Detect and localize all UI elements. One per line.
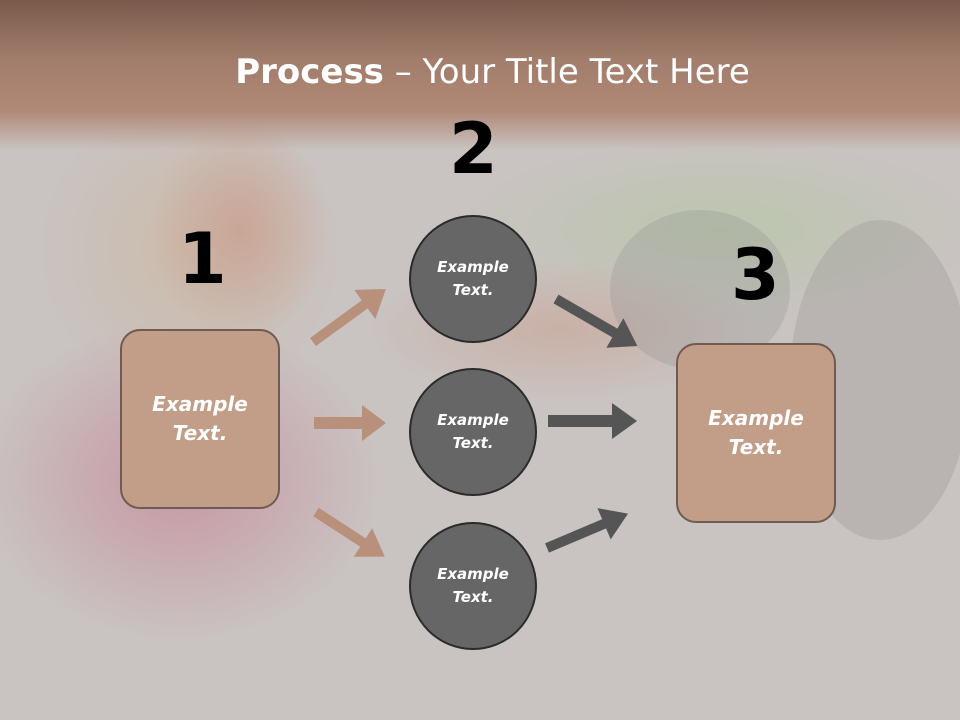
title-bold: Process	[235, 52, 384, 92]
circle-2-label: Example Text.	[437, 411, 509, 452]
arrow-to-circle-3	[313, 507, 385, 557]
step-number-1: 1	[178, 218, 227, 300]
right-box: Example Text.	[676, 343, 836, 523]
arrow-to-circle-2	[314, 405, 386, 441]
circle-3-label: Example Text.	[437, 565, 509, 606]
circle-2: Example Text.	[409, 368, 537, 496]
step-number-3: 3	[731, 234, 780, 316]
slide-title: Process – Your Title Text Here	[0, 52, 960, 92]
arrow-from-circle-1	[553, 294, 638, 348]
title-band	[0, 0, 960, 150]
arrow-to-circle-1	[310, 289, 386, 347]
step-number-2: 2	[449, 108, 498, 190]
circle-3: Example Text.	[409, 522, 537, 650]
arrow-from-circle-2	[548, 403, 637, 439]
circle-1: Example Text.	[409, 215, 537, 343]
left-box-label: Example Text.	[152, 392, 248, 445]
arrow-from-circle-3	[545, 508, 629, 553]
right-box-label: Example Text.	[708, 406, 804, 459]
left-box: Example Text.	[120, 329, 280, 509]
title-rest: – Your Title Text Here	[383, 52, 750, 92]
circle-1-label: Example Text.	[437, 258, 509, 299]
